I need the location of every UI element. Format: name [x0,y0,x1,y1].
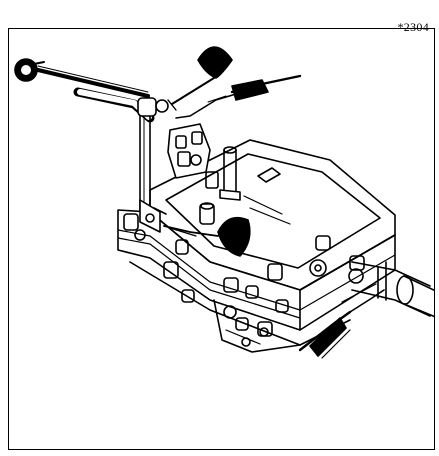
shift-knob [14,58,45,82]
cover-standpipes [199,146,241,225]
rear-control-block [167,123,211,179]
figure-code: *2304 [397,20,429,34]
body-bolts [123,213,365,347]
valve-body-cover [149,139,396,291]
upper-test-lead [175,74,302,119]
lower-test-lead [298,283,385,359]
valve-body-lower [117,209,396,353]
lower-suction-probe [163,216,251,257]
output-shaft [348,261,434,318]
shift-lever-assembly [36,65,169,233]
upper-suction-probe [167,46,233,111]
